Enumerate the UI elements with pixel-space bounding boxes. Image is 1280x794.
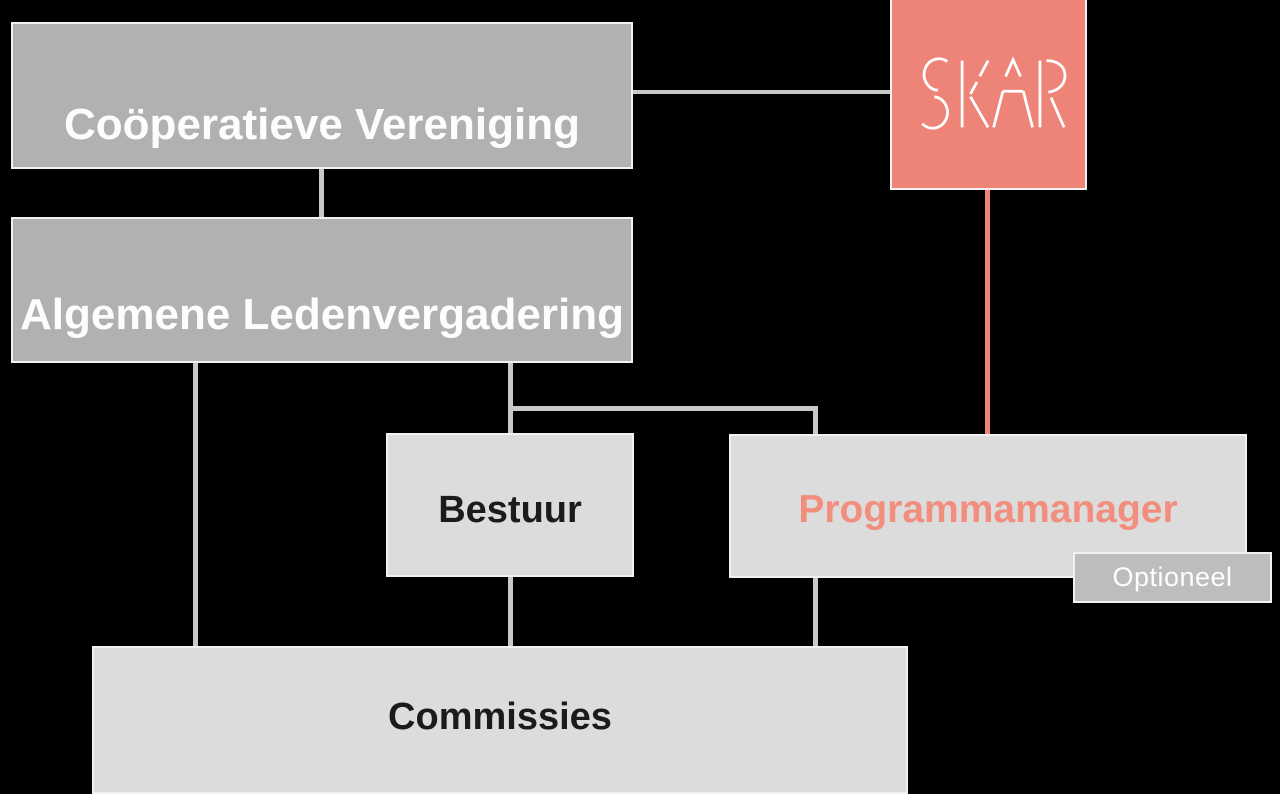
node-commissies: Commissies	[92, 646, 908, 794]
connector-bestuur-commissies	[508, 577, 513, 648]
node-label-programmamanager: Programmamanager	[798, 488, 1178, 531]
node-cooperatieve-vereniging: Coöperatieve Vereniging	[11, 22, 633, 169]
connector-alv-bestuur	[508, 363, 513, 435]
connector-skar-programmamanager	[985, 188, 990, 436]
node-label-commissies: Commissies	[388, 695, 612, 738]
node-label-algemene-ledenvergadering: Algemene Ledenvergadering	[20, 290, 624, 339]
connector-branch-horizontal	[508, 406, 818, 411]
node-label-bestuur: Bestuur	[438, 488, 582, 531]
node-skar: SKAR	[890, 0, 1087, 190]
node-label-cooperatieve-vereniging: Coöperatieve Vereniging	[64, 99, 580, 149]
connector-programmamanager-commissies	[813, 578, 818, 648]
badge-label-optioneel: Optioneel	[1112, 562, 1233, 592]
connector-cooperatieve-vereniging-alv	[319, 169, 324, 217]
skar-logo	[920, 56, 1066, 130]
badge-optioneel: Optioneel	[1073, 552, 1272, 603]
node-algemene-ledenvergadering: Algemene Ledenvergadering	[11, 217, 633, 363]
connector-branch-programmamanager	[813, 406, 818, 436]
node-bestuur: Bestuur	[386, 433, 634, 577]
connector-cooperatieve-vereniging-skar	[633, 90, 890, 94]
connector-alv-commissies	[193, 363, 198, 648]
node-programmamanager: Programmamanager	[729, 434, 1247, 578]
